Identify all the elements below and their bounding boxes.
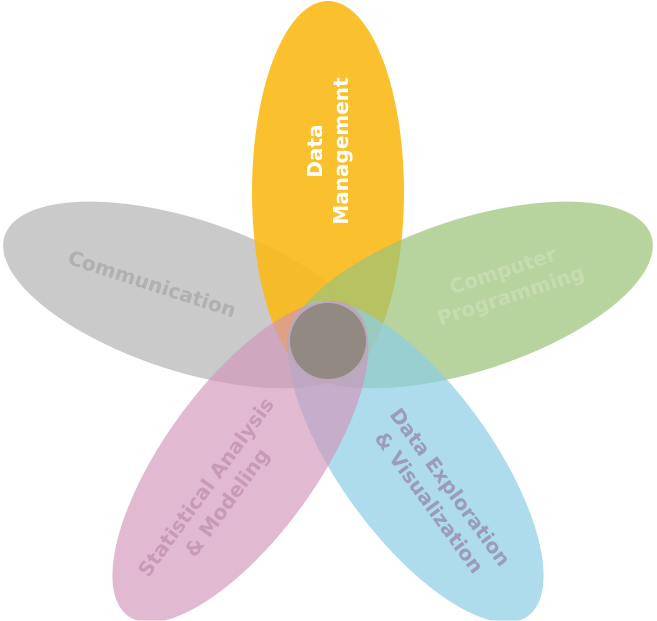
label-line: Data [303,124,327,177]
center-circle [290,303,366,379]
petal-statistical-analysis [112,300,369,621]
label-line: Management [329,77,353,225]
